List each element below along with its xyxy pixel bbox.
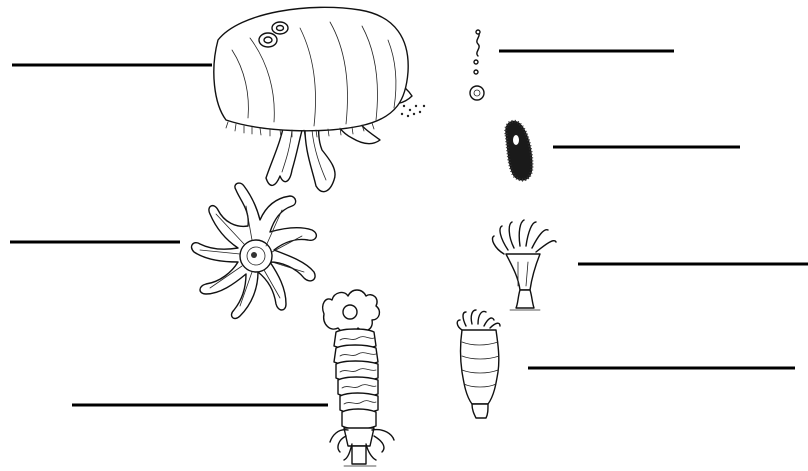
egg-and-sperm-illustration [470,30,484,100]
strobila-illustration [323,290,394,466]
early-strobila-illustration [457,310,500,418]
polyp-illustration [492,220,556,310]
planula-larva-illustration [506,121,532,180]
ephyra-illustration [192,183,317,318]
medusa-illustration [214,7,425,191]
